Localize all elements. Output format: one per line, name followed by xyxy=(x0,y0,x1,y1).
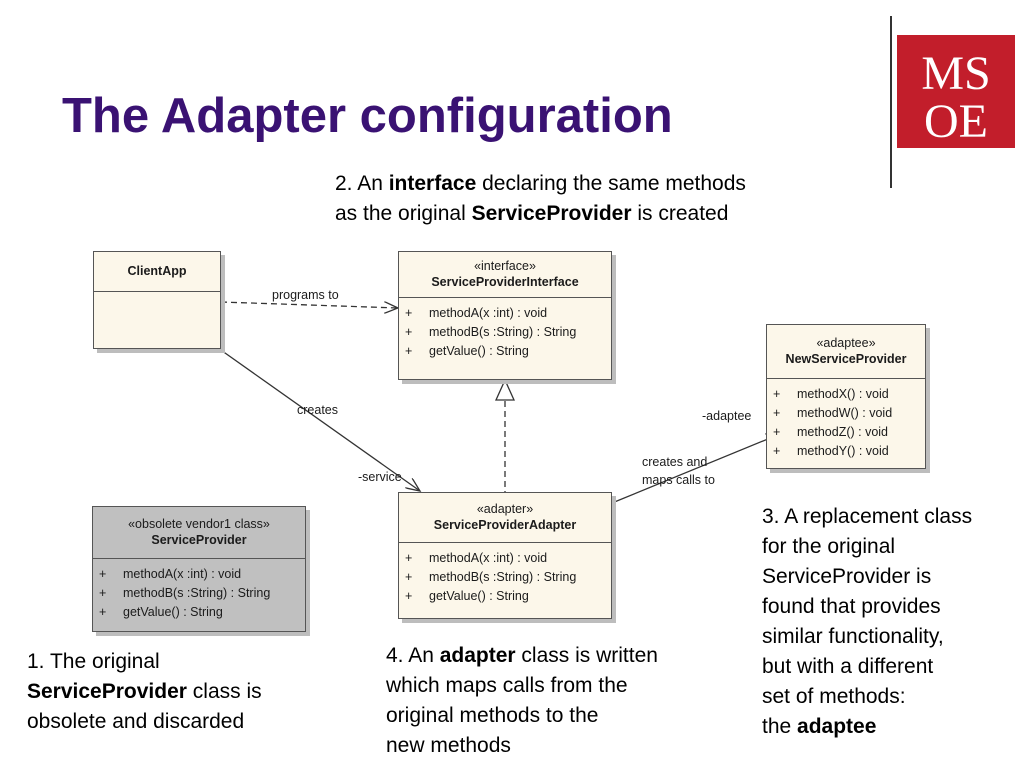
msoe-logo: MS OE xyxy=(897,35,1015,148)
operation: +methodZ() : void xyxy=(773,425,889,439)
realization-triangle xyxy=(494,378,516,401)
service-role-label: -service xyxy=(358,470,402,484)
operation: +getValue() : String xyxy=(405,589,529,603)
class-name: ServiceProvider xyxy=(151,533,247,547)
logo-line-1: MS xyxy=(921,47,990,100)
class-name: NewServiceProvider xyxy=(785,352,907,366)
operation: +methodX() : void xyxy=(773,387,889,401)
programs-to-label: programs to xyxy=(272,288,339,302)
note-adaptee: 3. A replacement class for the original … xyxy=(762,505,973,738)
class-new-service-provider: «adaptee» NewServiceProvider +methodX() … xyxy=(766,324,926,469)
stereotype: «interface» xyxy=(474,259,536,273)
operation: +methodA(x :int) : void xyxy=(405,551,548,565)
operation: +methodB(s :String) : String xyxy=(405,570,577,584)
maps-calls-label-1: creates and xyxy=(642,455,707,469)
operation: +getValue() : String xyxy=(99,605,223,619)
slide-title: The Adapter configuration xyxy=(62,89,673,143)
note-obsolete: 1. The original ServiceProvider class is… xyxy=(27,650,262,733)
class-service-provider-adapter: «adapter» ServiceProviderAdapter +method… xyxy=(398,492,612,619)
maps-calls-label-2: maps calls to xyxy=(642,473,715,487)
programs-to-edge xyxy=(220,301,398,308)
class-name: ClientApp xyxy=(127,264,187,278)
class-service-provider-interface: «interface» ServiceProviderInterface +me… xyxy=(398,251,612,380)
class-name: ServiceProviderAdapter xyxy=(433,518,577,532)
logo-line-2: OE xyxy=(924,95,988,148)
creates-label: creates xyxy=(297,403,338,417)
creates-edge xyxy=(217,347,420,491)
adaptee-role-label: -adaptee xyxy=(702,409,751,423)
class-name: ServiceProviderInterface xyxy=(431,275,579,289)
stereotype: «adapter» xyxy=(476,502,534,516)
operation: +methodW() : void xyxy=(773,406,893,420)
operation: +methodB(s :String) : String xyxy=(405,325,577,339)
note-interface: 2. An interface declaring the same metho… xyxy=(335,172,746,225)
header-divider xyxy=(890,16,892,188)
maps-calls-edge xyxy=(611,434,780,504)
operation: +methodA(x :int) : void xyxy=(99,567,242,581)
operation: +methodY() : void xyxy=(773,444,889,458)
operation: +methodB(s :String) : String xyxy=(99,586,271,600)
note-adapter: 4. An adapter class is written which map… xyxy=(386,644,658,757)
operation: +methodA(x :int) : void xyxy=(405,306,548,320)
operation: +getValue() : String xyxy=(405,344,529,358)
class-client-app: ClientApp xyxy=(93,251,221,349)
stereotype: «obsolete vendor1 class» xyxy=(128,517,270,531)
stereotype: «adaptee» xyxy=(816,336,876,350)
class-service-provider-obsolete: «obsolete vendor1 class» ServiceProvider… xyxy=(92,506,306,632)
